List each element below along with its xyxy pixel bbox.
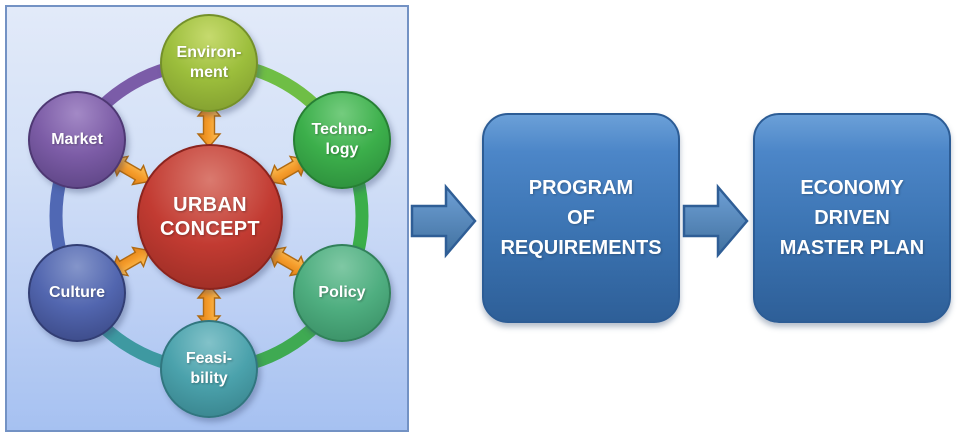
- node-urban-concept-label: URBAN CONCEPT: [160, 193, 260, 240]
- urban-concept-panel: Environ- ment Market Techno- logy Cultur…: [5, 5, 409, 432]
- node-market: Market: [28, 91, 126, 189]
- node-environment-label: Environ- ment: [176, 44, 242, 81]
- node-feasibility: Feasi- bility: [160, 320, 258, 418]
- node-technology-label: Techno- logy: [311, 121, 373, 158]
- right-arrow-icon-1: [410, 183, 477, 259]
- node-urban-concept: URBAN CONCEPT: [137, 144, 283, 290]
- node-environment: Environ- ment: [160, 14, 258, 112]
- economy-driven-master-plan-label: ECONOMY DRIVEN MASTER PLAN: [779, 177, 925, 259]
- right-arrow-icon-2: [682, 183, 749, 259]
- node-policy-label: Policy: [318, 284, 366, 302]
- node-policy: Policy: [293, 244, 391, 342]
- program-of-requirements-box: PROGRAM OF REQUIREMENTS: [482, 113, 680, 323]
- node-feasibility-label: Feasi- bility: [185, 350, 233, 387]
- node-market-label: Market: [51, 131, 103, 149]
- node-culture-label: Culture: [49, 284, 105, 302]
- economy-driven-master-plan-box: ECONOMY DRIVEN MASTER PLAN: [753, 113, 951, 323]
- program-of-requirements-label: PROGRAM OF REQUIREMENTS: [500, 177, 662, 259]
- node-culture: Culture: [28, 244, 126, 342]
- node-technology: Techno- logy: [293, 91, 391, 189]
